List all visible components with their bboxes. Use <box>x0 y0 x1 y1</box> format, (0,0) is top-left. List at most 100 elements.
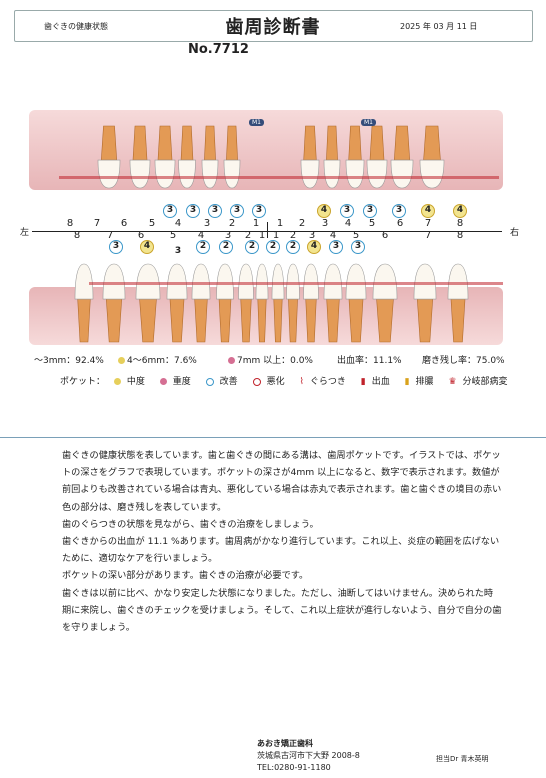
tooth-number: 1 <box>258 230 266 241</box>
left-side-label: 左 <box>20 228 30 238</box>
upper-tooth <box>390 125 414 189</box>
tooth-number: 3 <box>224 230 232 241</box>
tooth-number: 8 <box>73 230 81 241</box>
tooth-number: 3 <box>321 218 329 229</box>
upper-tooth <box>129 125 151 189</box>
pocket-depth-circle: 3 <box>109 240 123 254</box>
header-frame <box>14 10 533 42</box>
explanation-paragraph: 歯ぐきは以前に比べ、かなり安定した状態になりました。ただし、油断してはいけません… <box>62 587 502 634</box>
tooth-number: 1 <box>252 218 260 229</box>
lower-tooth <box>323 263 343 343</box>
plaque-line <box>89 282 503 285</box>
pocket-depth-circle: 3 <box>252 204 266 218</box>
pocket-depth-circle: 2 <box>266 240 280 254</box>
lower-tooth <box>286 263 300 343</box>
lower-tooth <box>372 263 398 343</box>
lower-tooth <box>166 263 188 343</box>
lower-tooth <box>345 263 367 343</box>
tooth-number: 3 <box>308 230 316 241</box>
doctor-name: 担当Dr 青木英明 <box>436 755 489 763</box>
crown-icon: ♛ <box>448 377 457 387</box>
pocket-depth-circle: 2 <box>219 240 233 254</box>
report-date: 2025 年 03 月 11 日 <box>400 22 478 31</box>
tooth-number: 6 <box>396 218 404 229</box>
pocket-depth-circle: 3 <box>351 240 365 254</box>
legend-mobility: ⌇ぐらつき <box>299 377 346 387</box>
upper-teeth-illustration <box>59 125 499 189</box>
explanation-paragraph: 歯ぐきからの出血が 11.1 %あります。歯周病がかなり進行しています。これ以上… <box>62 536 500 565</box>
page-title: 歯周診断書 <box>225 17 321 38</box>
clinic-address: 茨城県古河市下大野 2008-8 <box>257 751 360 760</box>
tooth-number: 2 <box>298 218 306 229</box>
pocket-depth-circle: 3 <box>163 204 177 218</box>
clinic-name: あおき矯正歯科 <box>257 739 313 748</box>
tooth-number: 2 <box>228 218 236 229</box>
tooth-number: 8 <box>66 218 74 229</box>
tooth-number: 2 <box>289 230 297 241</box>
stat-plaque: 磨き残し率：75.0% <box>422 356 505 366</box>
upper-tooth <box>201 125 219 189</box>
tooth-number: 5 <box>148 218 156 229</box>
tooth-number: 5 <box>368 218 376 229</box>
lower-tooth <box>413 263 437 343</box>
yellow-dot-icon <box>113 378 121 385</box>
pocket-depth-circle: 3 <box>230 204 244 218</box>
tooth-number: 8 <box>456 218 464 229</box>
explanation-paragraph: ポケットの深い部分があります。歯ぐきの治療が必要です。 <box>62 570 309 582</box>
upper-tooth <box>323 125 341 189</box>
upper-tooth <box>178 125 196 189</box>
pocket-depth-circle: 4 <box>421 204 435 218</box>
upper-tooth <box>366 125 388 189</box>
tooth-number: 4 <box>329 230 337 241</box>
lower-tooth <box>102 263 126 343</box>
tooth-number: 7 <box>106 230 114 241</box>
legend-pocket: ポケット： <box>60 377 106 387</box>
tooth-tag-m1: M1 <box>249 119 264 126</box>
legend-worse: 悪化 <box>252 377 291 387</box>
tooth-number: 5 <box>352 230 360 241</box>
midline <box>267 222 268 238</box>
lower-tooth <box>216 263 234 343</box>
zigzag-icon: ⌇ <box>299 377 304 387</box>
stat-bleeding: 出血率：11.1% <box>337 356 402 366</box>
upper-tooth <box>300 125 320 189</box>
page-subtitle: 歯ぐきの健康状態 <box>44 22 108 31</box>
tooth-number: 4 <box>197 230 205 241</box>
red-circle-icon <box>252 377 261 386</box>
explanation-paragraph: 歯のぐらつきの状態を見ながら、歯ぐきの治療をしましょう。 <box>62 518 319 530</box>
right-side-label: 右 <box>510 228 520 238</box>
tooth-tag-m1: M1 <box>361 119 376 126</box>
lower-teeth-illustration <box>74 263 503 343</box>
blue-circle-icon <box>205 377 214 386</box>
tooth-number: 2 <box>244 230 252 241</box>
pocket-depth-circle: 2 <box>245 240 259 254</box>
pocket-depth-circle: 3 <box>186 204 200 218</box>
upper-tooth <box>223 125 241 189</box>
patient-number: No.7712 <box>188 42 249 57</box>
pocket-depth-value: 3 <box>174 246 182 256</box>
tooth-number: 1 <box>276 218 284 229</box>
explanation-text: 歯ぐきの健康状態を表しています。歯と歯ぐきの間にある溝は、歯周ポケットです。イラ… <box>62 447 502 636</box>
lower-tooth <box>238 263 254 343</box>
legend-bleed: ▮出血 <box>360 377 390 387</box>
tooth-number: 8 <box>456 230 464 241</box>
stat-shallow: ～3mm：92.4% <box>34 356 104 366</box>
pocket-depth-circle: 3 <box>340 204 354 218</box>
pocket-depth-circle: 4 <box>307 240 321 254</box>
tooth-number: 3 <box>203 218 211 229</box>
lower-tooth <box>255 263 269 343</box>
tooth-number: 7 <box>424 218 432 229</box>
pocket-depth-circle: 2 <box>196 240 210 254</box>
lower-tooth <box>447 263 469 343</box>
tooth-number: 1 <box>272 230 280 241</box>
stat-moderate: 4～6mm：7.6% <box>118 353 197 366</box>
plaque-line <box>59 176 499 179</box>
pocket-depth-circle: 2 <box>286 240 300 254</box>
upper-tooth <box>97 125 121 189</box>
legend-mid: 中度 <box>113 377 151 387</box>
pocket-depth-circle: 3 <box>208 204 222 218</box>
tooth-number: 6 <box>120 218 128 229</box>
section-divider <box>0 437 546 438</box>
legend-improve: 改善 <box>205 377 244 387</box>
drop-icon: ▮ <box>360 377 366 387</box>
